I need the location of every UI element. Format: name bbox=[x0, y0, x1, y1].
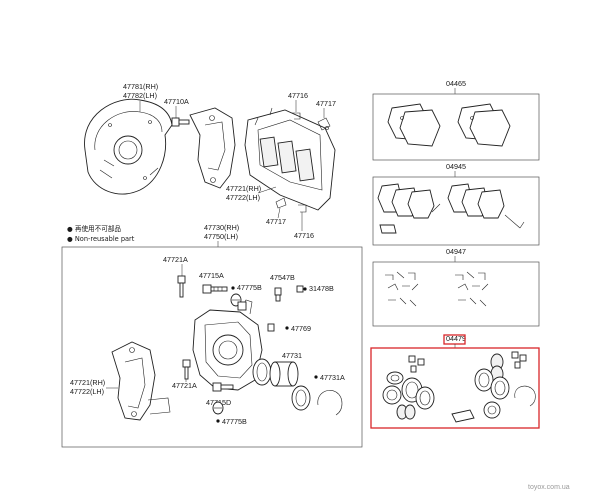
label-clip-47717-bottom: 47717 bbox=[266, 217, 286, 226]
label-caliper-rh: 47730(RH) bbox=[204, 223, 239, 232]
pad-clip-47717-top[interactable] bbox=[317, 117, 331, 131]
label-bolt-47721a-top: 47721A bbox=[163, 255, 188, 264]
fitting-set-04947[interactable] bbox=[385, 271, 489, 307]
label-bracket2-lh: 47722(LH) bbox=[70, 387, 104, 396]
bolt-47710a[interactable] bbox=[171, 117, 190, 127]
kit-box-04947 bbox=[372, 261, 540, 327]
label-plug-47769: 47769 bbox=[291, 324, 311, 333]
shim-set-04945[interactable] bbox=[377, 183, 525, 234]
label-bolt-47710a: 47710A bbox=[164, 97, 189, 106]
slide-pin-47715d[interactable] bbox=[212, 382, 234, 392]
label-caliper-lh: 47750(LH) bbox=[204, 232, 238, 241]
bolt-47721a-top[interactable] bbox=[177, 275, 186, 298]
brake-pad-assembly[interactable] bbox=[244, 107, 336, 211]
label-pin-47715a: 47715A bbox=[199, 271, 224, 280]
caliper-assembly-box bbox=[61, 246, 363, 448]
piston-seal-47731[interactable] bbox=[252, 358, 272, 386]
dust-boot-47731[interactable] bbox=[291, 385, 311, 411]
label-kit-04479: 04479 bbox=[446, 334, 466, 343]
label-kit-04947: 04947 bbox=[446, 247, 466, 256]
label-boot-47775b-bottom: 47775B bbox=[222, 417, 247, 426]
pad-clip-47716-bottom[interactable] bbox=[298, 204, 307, 213]
pad-clip-47716-top[interactable] bbox=[292, 112, 301, 120]
dust-shield[interactable] bbox=[84, 98, 173, 195]
set-ring-47731a[interactable] bbox=[317, 390, 343, 416]
label-clip-47717-top: 47717 bbox=[316, 99, 336, 108]
label-bleeder-47547b: 47547B bbox=[270, 273, 295, 282]
label-piston-47731: 47731 bbox=[282, 351, 302, 360]
legend-non-reusable-en: ● Non-reusable part bbox=[67, 235, 135, 243]
label-bolt-47721a-bottom: 47721A bbox=[172, 381, 197, 390]
cylinder-kit-04479[interactable] bbox=[382, 351, 536, 423]
pin-boot-47775b-bottom[interactable] bbox=[212, 401, 224, 415]
label-bracket2-rh: 47721(RH) bbox=[70, 378, 105, 387]
label-shield-lh: 47782(LH) bbox=[123, 91, 157, 100]
label-cap-31478b: 31478B bbox=[309, 284, 334, 293]
bleeder-plug-47547b[interactable] bbox=[274, 287, 282, 302]
label-kit-04465: 04465 bbox=[446, 79, 466, 88]
bolt-47721a-bottom[interactable] bbox=[182, 359, 191, 380]
label-shield-rh: 47781(RH) bbox=[123, 82, 158, 91]
legend-non-reusable-jp: ● 再使用不可部品 bbox=[67, 224, 121, 233]
label-bracket-lh: 47722(LH) bbox=[226, 193, 260, 202]
label-boot-47775b-top: 47775B bbox=[237, 283, 262, 292]
caliper-piston-47731[interactable] bbox=[269, 361, 299, 387]
caliper-bracket-top[interactable] bbox=[189, 107, 236, 189]
bleeder-cap-31478b[interactable] bbox=[296, 285, 304, 293]
plug-47769[interactable] bbox=[267, 323, 275, 332]
watermark: toyox.com.ua bbox=[528, 484, 570, 491]
label-clip-47716-bottom: 47716 bbox=[294, 231, 314, 240]
pad-clip-47717-bottom[interactable] bbox=[275, 197, 287, 209]
label-ring-47731a: 47731A bbox=[320, 373, 345, 382]
slide-pin-47715a[interactable] bbox=[202, 284, 228, 294]
label-kit-04945: 04945 bbox=[446, 162, 466, 171]
caliper-body[interactable] bbox=[192, 299, 263, 391]
pad-set-04465[interactable] bbox=[387, 103, 511, 147]
kit-box-04465 bbox=[372, 93, 540, 161]
kit-label-04479-highlight bbox=[443, 334, 466, 345]
kit-box-04479[interactable] bbox=[370, 347, 540, 429]
kit-box-04945 bbox=[372, 176, 540, 246]
label-clip-47716-top: 47716 bbox=[288, 91, 308, 100]
label-bracket-rh: 47721(RH) bbox=[226, 184, 261, 193]
caliper-bracket-bottom[interactable] bbox=[111, 341, 171, 421]
